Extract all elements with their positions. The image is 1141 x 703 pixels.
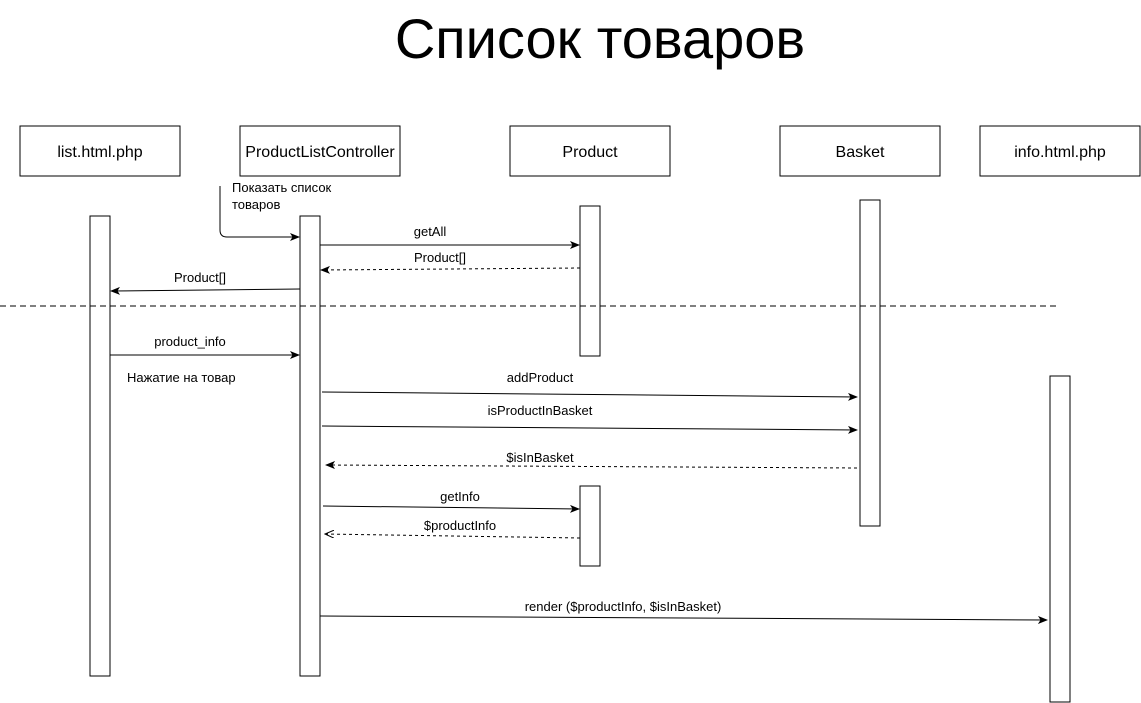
message-getall-label: getAll bbox=[414, 224, 447, 239]
participant-controller-label: ProductListController bbox=[245, 144, 395, 161]
participant-basket: Basket bbox=[779, 125, 941, 177]
participant-list-label: list.html.php bbox=[57, 144, 142, 161]
message-product-array-to-list-label: Product[] bbox=[174, 270, 226, 285]
participant-info-label: info.html.php bbox=[1014, 144, 1106, 161]
message-is-product-in-basket-arrow bbox=[321, 425, 858, 434]
message-is-in-basket-return-label: $isInBasket bbox=[506, 450, 574, 465]
note-show-list-line1: Показать список bbox=[232, 180, 332, 195]
participant-controller: ProductListController bbox=[239, 125, 401, 177]
start-arrow bbox=[219, 186, 300, 241]
participant-list: list.html.php bbox=[19, 125, 181, 177]
message-render-label: render ($productInfo, $isInBasket) bbox=[525, 599, 722, 614]
message-get-info-arrow bbox=[322, 504, 580, 513]
message-product-info-return-label: $productInfo bbox=[424, 518, 496, 533]
message-product-array-to-list-arrow bbox=[110, 286, 301, 295]
participant-info: info.html.php bbox=[979, 125, 1141, 177]
message-get-info-label: getInfo bbox=[440, 489, 480, 504]
note-show-list-line2: товаров bbox=[232, 197, 280, 212]
diagram-title: Список товаров bbox=[395, 7, 805, 70]
message-add-product-label: addProduct bbox=[507, 370, 574, 385]
activation-product-2 bbox=[579, 485, 601, 567]
participant-basket-label: Basket bbox=[836, 144, 885, 161]
message-is-product-in-basket-label: isProductInBasket bbox=[488, 403, 593, 418]
message-product-array-return-label: Product[] bbox=[414, 250, 466, 265]
activation-basket bbox=[859, 199, 881, 527]
message-product-array-return-arrow bbox=[320, 265, 581, 274]
participant-product: Product bbox=[509, 125, 671, 177]
activation-list bbox=[89, 215, 111, 677]
activation-controller bbox=[299, 215, 321, 677]
activation-product-1 bbox=[579, 205, 601, 357]
note-click-product: Нажатие на товар bbox=[127, 370, 236, 385]
message-product-info-label: product_info bbox=[154, 334, 226, 349]
message-render-arrow bbox=[319, 615, 1048, 624]
message-is-in-basket-return-arrow bbox=[325, 461, 858, 470]
message-add-product-arrow bbox=[321, 391, 858, 401]
activation-info bbox=[1049, 375, 1071, 703]
participant-product-label: Product bbox=[562, 144, 618, 161]
message-product-info-return-arrow bbox=[325, 534, 581, 539]
